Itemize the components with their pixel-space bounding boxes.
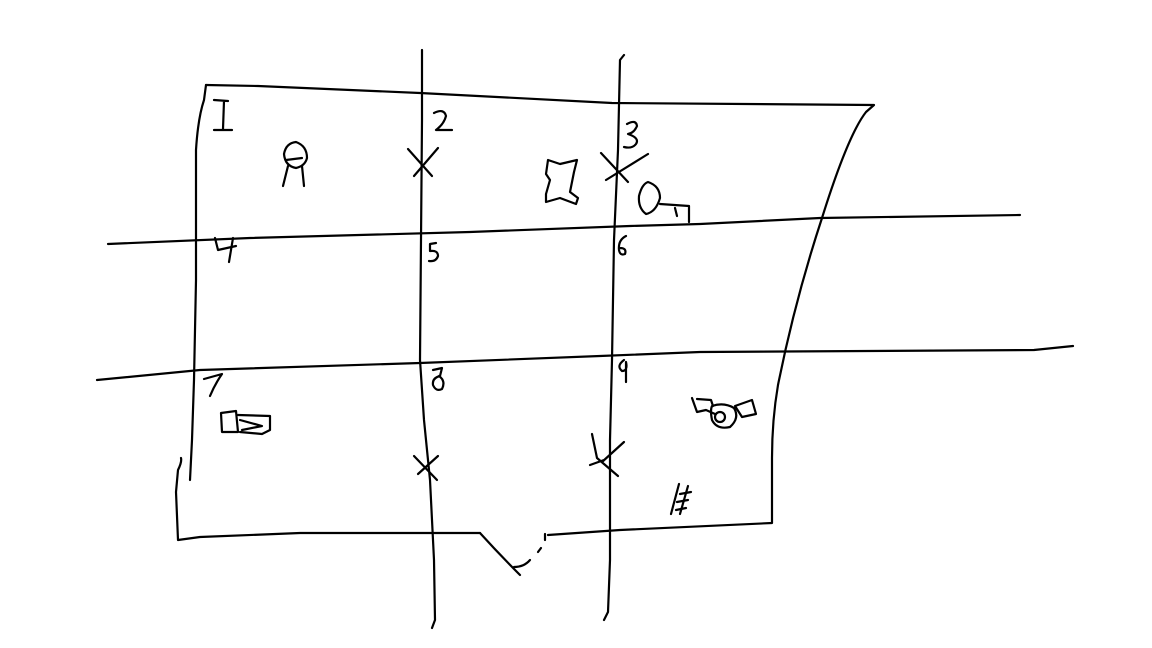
cell-label-7: 7 [226, 367, 239, 391]
person-icon [281, 140, 309, 188]
x-mark-icon [406, 146, 440, 178]
cell-number-1 [212, 98, 234, 132]
x-marks [406, 146, 650, 482]
cell-number-4 [213, 236, 238, 264]
horizontal-line-top [106, 213, 1022, 246]
vertical-line-right [602, 53, 626, 622]
cell-number-3 [622, 120, 639, 149]
cell-label-4: 4 [240, 233, 253, 257]
vertical-line-left [418, 48, 437, 630]
door-gap [478, 531, 547, 577]
cart-icon [219, 409, 272, 436]
cell-label-6: 6 [630, 231, 643, 255]
cell-label-2: 2 [450, 96, 463, 120]
x-mark-icon [412, 454, 440, 482]
cell-number-9 [618, 358, 628, 384]
x-mark-icon [588, 432, 626, 478]
cell-number-5 [427, 241, 440, 263]
map-outline [174, 83, 876, 542]
cell-label-9: 9 [632, 355, 645, 379]
x-mark-icon [599, 151, 650, 184]
cell-numbers [202, 98, 639, 398]
cell-number-2 [432, 109, 454, 132]
ladder-icon [669, 482, 693, 516]
camera-icon [690, 396, 758, 429]
cell-label-5: 5 [442, 236, 455, 260]
horizontal-line-bottom [95, 344, 1075, 382]
cell-number-7 [202, 372, 224, 398]
cell-label-3: 3 [640, 106, 653, 130]
grid-lines [95, 48, 1075, 630]
cell-label-8: 8 [448, 365, 461, 389]
cell-label-1: 1 [230, 96, 243, 120]
bone-icon [544, 158, 580, 206]
cell-number-8 [431, 366, 445, 391]
cell-number-6 [617, 234, 628, 256]
key-icon [637, 180, 691, 224]
